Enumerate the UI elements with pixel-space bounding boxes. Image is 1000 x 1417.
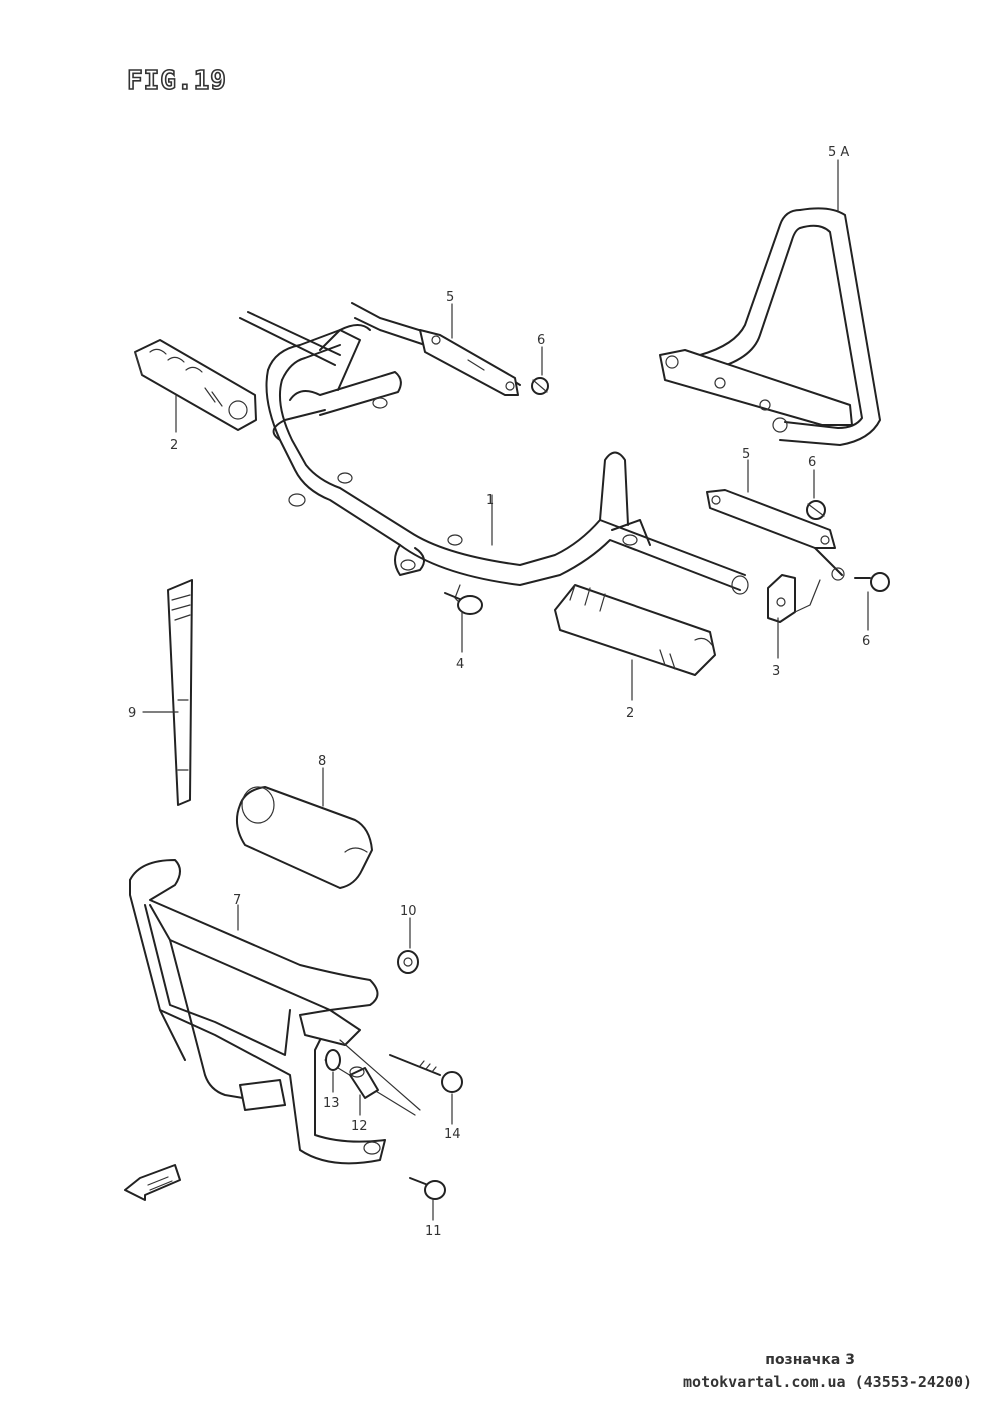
callout-13: 13	[323, 1096, 340, 1111]
callout-6-right-lower: 6	[862, 634, 870, 649]
callout-10: 10	[400, 904, 417, 919]
part-12-collar	[349, 1066, 379, 1099]
part-6-nut-upper	[531, 377, 549, 395]
part-14-bolt	[389, 1054, 463, 1093]
part-13-washer	[325, 1049, 341, 1071]
part-5a-rear-bracket	[659, 207, 881, 446]
part-5-bracket-right	[706, 489, 845, 581]
callout-2-lower: 2	[626, 706, 634, 721]
callout-5a: 5 A	[828, 145, 849, 160]
footer-label: позначка 3	[765, 1352, 855, 1368]
callout-4: 4	[456, 657, 464, 672]
part-9-strap	[167, 579, 193, 806]
part-4-bolt	[444, 592, 483, 615]
part-2-footrest-rubber-left	[134, 339, 257, 431]
part-2-footrest-rubber-right	[554, 584, 716, 676]
part-3-plate	[767, 574, 821, 623]
callout-11: 11	[425, 1224, 442, 1239]
callout-14: 14	[444, 1127, 461, 1142]
callout-3: 3	[772, 664, 780, 679]
figure-title: FIG.19	[126, 65, 227, 97]
front-direction-arrow-icon	[124, 1164, 181, 1201]
part-1-footrest-frame	[239, 302, 749, 608]
callout-12: 12	[351, 1119, 368, 1134]
part-6-bolt-right	[854, 572, 890, 592]
part-11-bolt	[409, 1177, 446, 1200]
callout-5-upper: 5	[446, 290, 454, 305]
callout-2-upper: 2	[170, 438, 178, 453]
callout-6-right-upper: 6	[808, 455, 816, 470]
part-10-nut	[397, 950, 419, 974]
callout-leaders	[142, 159, 869, 1221]
part-7-front-guard	[129, 859, 421, 1165]
callout-8: 8	[318, 754, 326, 769]
part-6-nut-right	[806, 500, 826, 520]
callout-6-upper: 6	[537, 333, 545, 348]
part-5-bracket-upper	[419, 329, 519, 396]
footer-source: motokvartal.com.ua (43553-24200)	[683, 1373, 972, 1391]
part-8-sleeve	[235, 786, 373, 889]
callout-9: 9	[128, 706, 136, 721]
callout-5-right: 5	[742, 447, 750, 462]
callout-1: 1	[486, 493, 494, 508]
callout-7: 7	[233, 893, 241, 908]
